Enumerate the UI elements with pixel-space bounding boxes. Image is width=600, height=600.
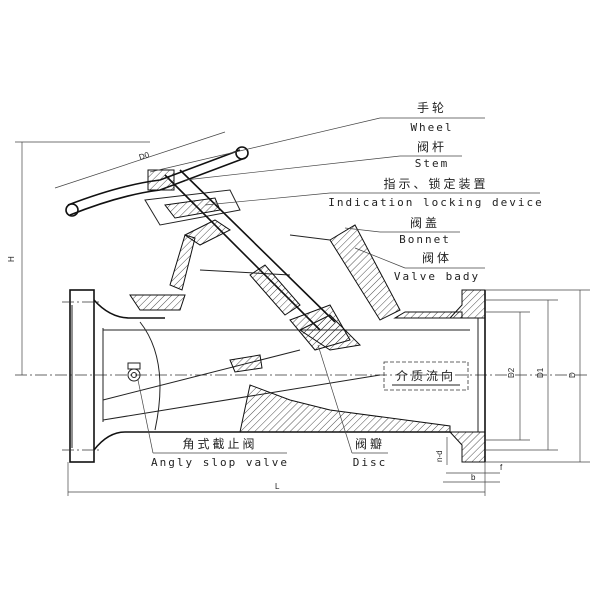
stem-label-cn: 阀杆: [417, 140, 447, 154]
body-label-cn: 阀体: [422, 251, 452, 265]
d2-dim-label: D2: [507, 367, 516, 378]
bonnet: [129, 189, 241, 311]
flow-direction-label: 介质流向: [396, 368, 456, 383]
d1-dim-label: D1: [536, 367, 545, 378]
body-label-en: Valve bady: [394, 270, 480, 283]
flow-direction-box: 介质流向: [383, 361, 469, 391]
l-dim-label: L: [275, 482, 280, 491]
handwheel: [65, 146, 249, 217]
nd-dim-label: n-d: [435, 450, 444, 462]
valve-label-cn: 角式截止阀: [182, 437, 257, 451]
indication-label-en: Indication locking device: [328, 196, 544, 209]
dimension-lines: [15, 131, 590, 496]
stem-label-en: Stem: [415, 157, 450, 170]
d0-dim-label: D0: [138, 150, 151, 162]
wheel-label-en: Wheel: [410, 121, 453, 134]
bonnet-label-en: Bonnet: [399, 233, 451, 246]
disc-label-en: Disc: [353, 456, 388, 469]
wheel-label-cn: 手轮: [417, 101, 447, 115]
valve-label-en: Angly slop valve: [151, 456, 289, 469]
indication-label-cn: 指示、锁定装置: [383, 176, 488, 191]
b-dim-label: b: [471, 473, 476, 482]
stem: [164, 169, 351, 351]
bonnet-label-cn: 阀盖: [410, 216, 440, 230]
callout-leaders: [137, 117, 540, 454]
d-dim-label: D: [568, 372, 577, 378]
disc-label-cn: 阀瓣: [355, 437, 385, 451]
drain-plug: [127, 362, 141, 382]
valve-body: [93, 224, 470, 451]
left-flange: [62, 289, 104, 463]
f-dim-label: f: [500, 463, 503, 472]
h-dim-label: H: [7, 256, 16, 262]
